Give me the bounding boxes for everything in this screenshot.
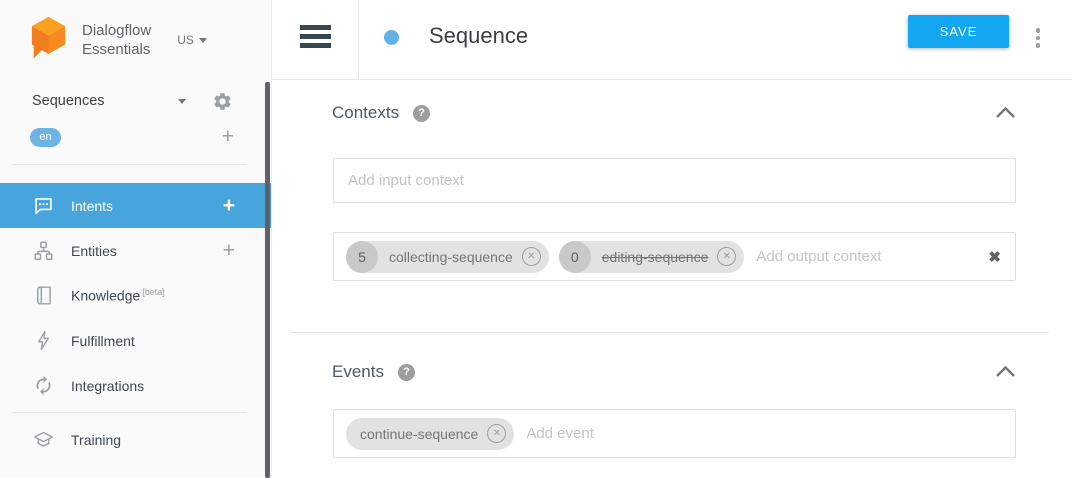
dialogflow-logo-icon bbox=[31, 16, 66, 59]
context-name: collecting-sequence bbox=[389, 248, 513, 265]
events-field: continue-sequence ✕ bbox=[333, 409, 1016, 458]
divider bbox=[12, 412, 247, 413]
sidebar-item-training[interactable]: Training bbox=[0, 417, 271, 462]
sidebar-item-label: Entities bbox=[71, 242, 117, 259]
region-selector[interactable]: US bbox=[177, 33, 207, 47]
sidebar-item-entities[interactable]: Entities + bbox=[0, 228, 271, 273]
intent-status-dot bbox=[384, 30, 399, 45]
remove-context-icon[interactable]: ✕ bbox=[717, 247, 737, 266]
input-context-field bbox=[333, 158, 1016, 203]
add-event-input[interactable] bbox=[526, 425, 1001, 442]
brand-header: Dialogflow Essentials US bbox=[0, 0, 271, 80]
add-entity-button[interactable]: + bbox=[222, 238, 235, 262]
sidebar: Dialogflow Essentials US Sequences en + bbox=[0, 0, 272, 478]
sidebar-item-integrations[interactable]: Integrations bbox=[0, 363, 271, 408]
hamburger-menu-icon[interactable] bbox=[300, 25, 331, 48]
output-context-chip[interactable]: 0 editing-sequence ✕ bbox=[558, 240, 745, 273]
top-bar: Sequence SAVE bbox=[272, 0, 1072, 80]
clear-output-contexts-icon[interactable]: ✖ bbox=[988, 248, 1001, 266]
sidebar-item-label: Fulfillment bbox=[71, 332, 135, 349]
intent-editor: Contexts ? 5 collecting-sequence ✕ 0 edi… bbox=[272, 80, 1072, 478]
output-context-field: 5 collecting-sequence ✕ 0 editing-sequen… bbox=[333, 232, 1016, 281]
remove-event-icon[interactable]: ✕ bbox=[487, 424, 507, 443]
chevron-down-icon[interactable] bbox=[178, 98, 186, 104]
event-chip[interactable]: continue-sequence ✕ bbox=[346, 417, 515, 450]
add-intent-button[interactable]: + bbox=[222, 193, 235, 217]
divider bbox=[358, 0, 359, 79]
sidebar-item-label: Knowledge[beta] bbox=[71, 287, 165, 304]
save-button[interactable]: SAVE bbox=[908, 15, 1009, 48]
more-options-icon[interactable] bbox=[1034, 26, 1043, 50]
sidebar-item-label: Integrations bbox=[71, 377, 145, 394]
sidebar-menu: Intents + Entities + bbox=[0, 183, 271, 462]
sidebar-item-knowledge[interactable]: Knowledge[beta] bbox=[0, 273, 271, 318]
add-language-button[interactable]: + bbox=[221, 125, 234, 148]
add-input-context-input[interactable] bbox=[348, 172, 1001, 189]
output-context-chip[interactable]: 5 collecting-sequence ✕ bbox=[346, 240, 549, 273]
lightning-bolt-icon bbox=[33, 330, 54, 351]
help-icon[interactable]: ? bbox=[413, 104, 431, 122]
chat-bubble-icon bbox=[33, 195, 54, 216]
collapse-contexts-chevron-up-icon[interactable] bbox=[995, 106, 1016, 119]
sync-arrows-icon bbox=[33, 375, 54, 396]
gear-icon[interactable] bbox=[212, 91, 233, 112]
collapse-events-chevron-up-icon[interactable] bbox=[995, 365, 1016, 378]
language-tab-en[interactable]: en bbox=[30, 127, 61, 147]
events-section-title: Events ? bbox=[332, 362, 415, 382]
sidebar-item-label: Training bbox=[71, 431, 122, 448]
hierarchy-icon bbox=[33, 240, 54, 261]
add-output-context-input[interactable] bbox=[756, 248, 981, 265]
chevron-down-icon bbox=[198, 37, 207, 43]
contexts-section-title: Contexts ? bbox=[332, 103, 431, 123]
page-title: Sequence bbox=[429, 23, 529, 48]
brand-name: Dialogflow Essentials bbox=[82, 22, 152, 58]
divider bbox=[292, 332, 1049, 333]
book-icon bbox=[33, 285, 54, 306]
main-panel: Sequence SAVE Contexts ? 5 collecting- bbox=[272, 0, 1072, 478]
context-name: editing-sequence bbox=[601, 248, 709, 265]
lifespan-count[interactable]: 0 bbox=[558, 240, 591, 273]
divider bbox=[12, 164, 247, 165]
help-icon[interactable]: ? bbox=[397, 363, 415, 381]
sidebar-item-label: Intents bbox=[71, 197, 114, 214]
remove-context-icon[interactable]: ✕ bbox=[521, 247, 541, 266]
sidebar-item-fulfillment[interactable]: Fulfillment bbox=[0, 318, 271, 363]
sidebar-scrollbar[interactable] bbox=[265, 82, 270, 478]
graduation-cap-icon bbox=[33, 429, 54, 450]
event-name: continue-sequence bbox=[360, 425, 479, 442]
agent-selector[interactable]: Sequences bbox=[0, 88, 271, 114]
agent-name: Sequences bbox=[32, 93, 105, 109]
beta-badge: [beta] bbox=[142, 287, 165, 298]
lifespan-count[interactable]: 5 bbox=[346, 240, 378, 273]
language-bar: en + bbox=[0, 125, 271, 148]
sidebar-item-intents[interactable]: Intents + bbox=[0, 183, 271, 228]
